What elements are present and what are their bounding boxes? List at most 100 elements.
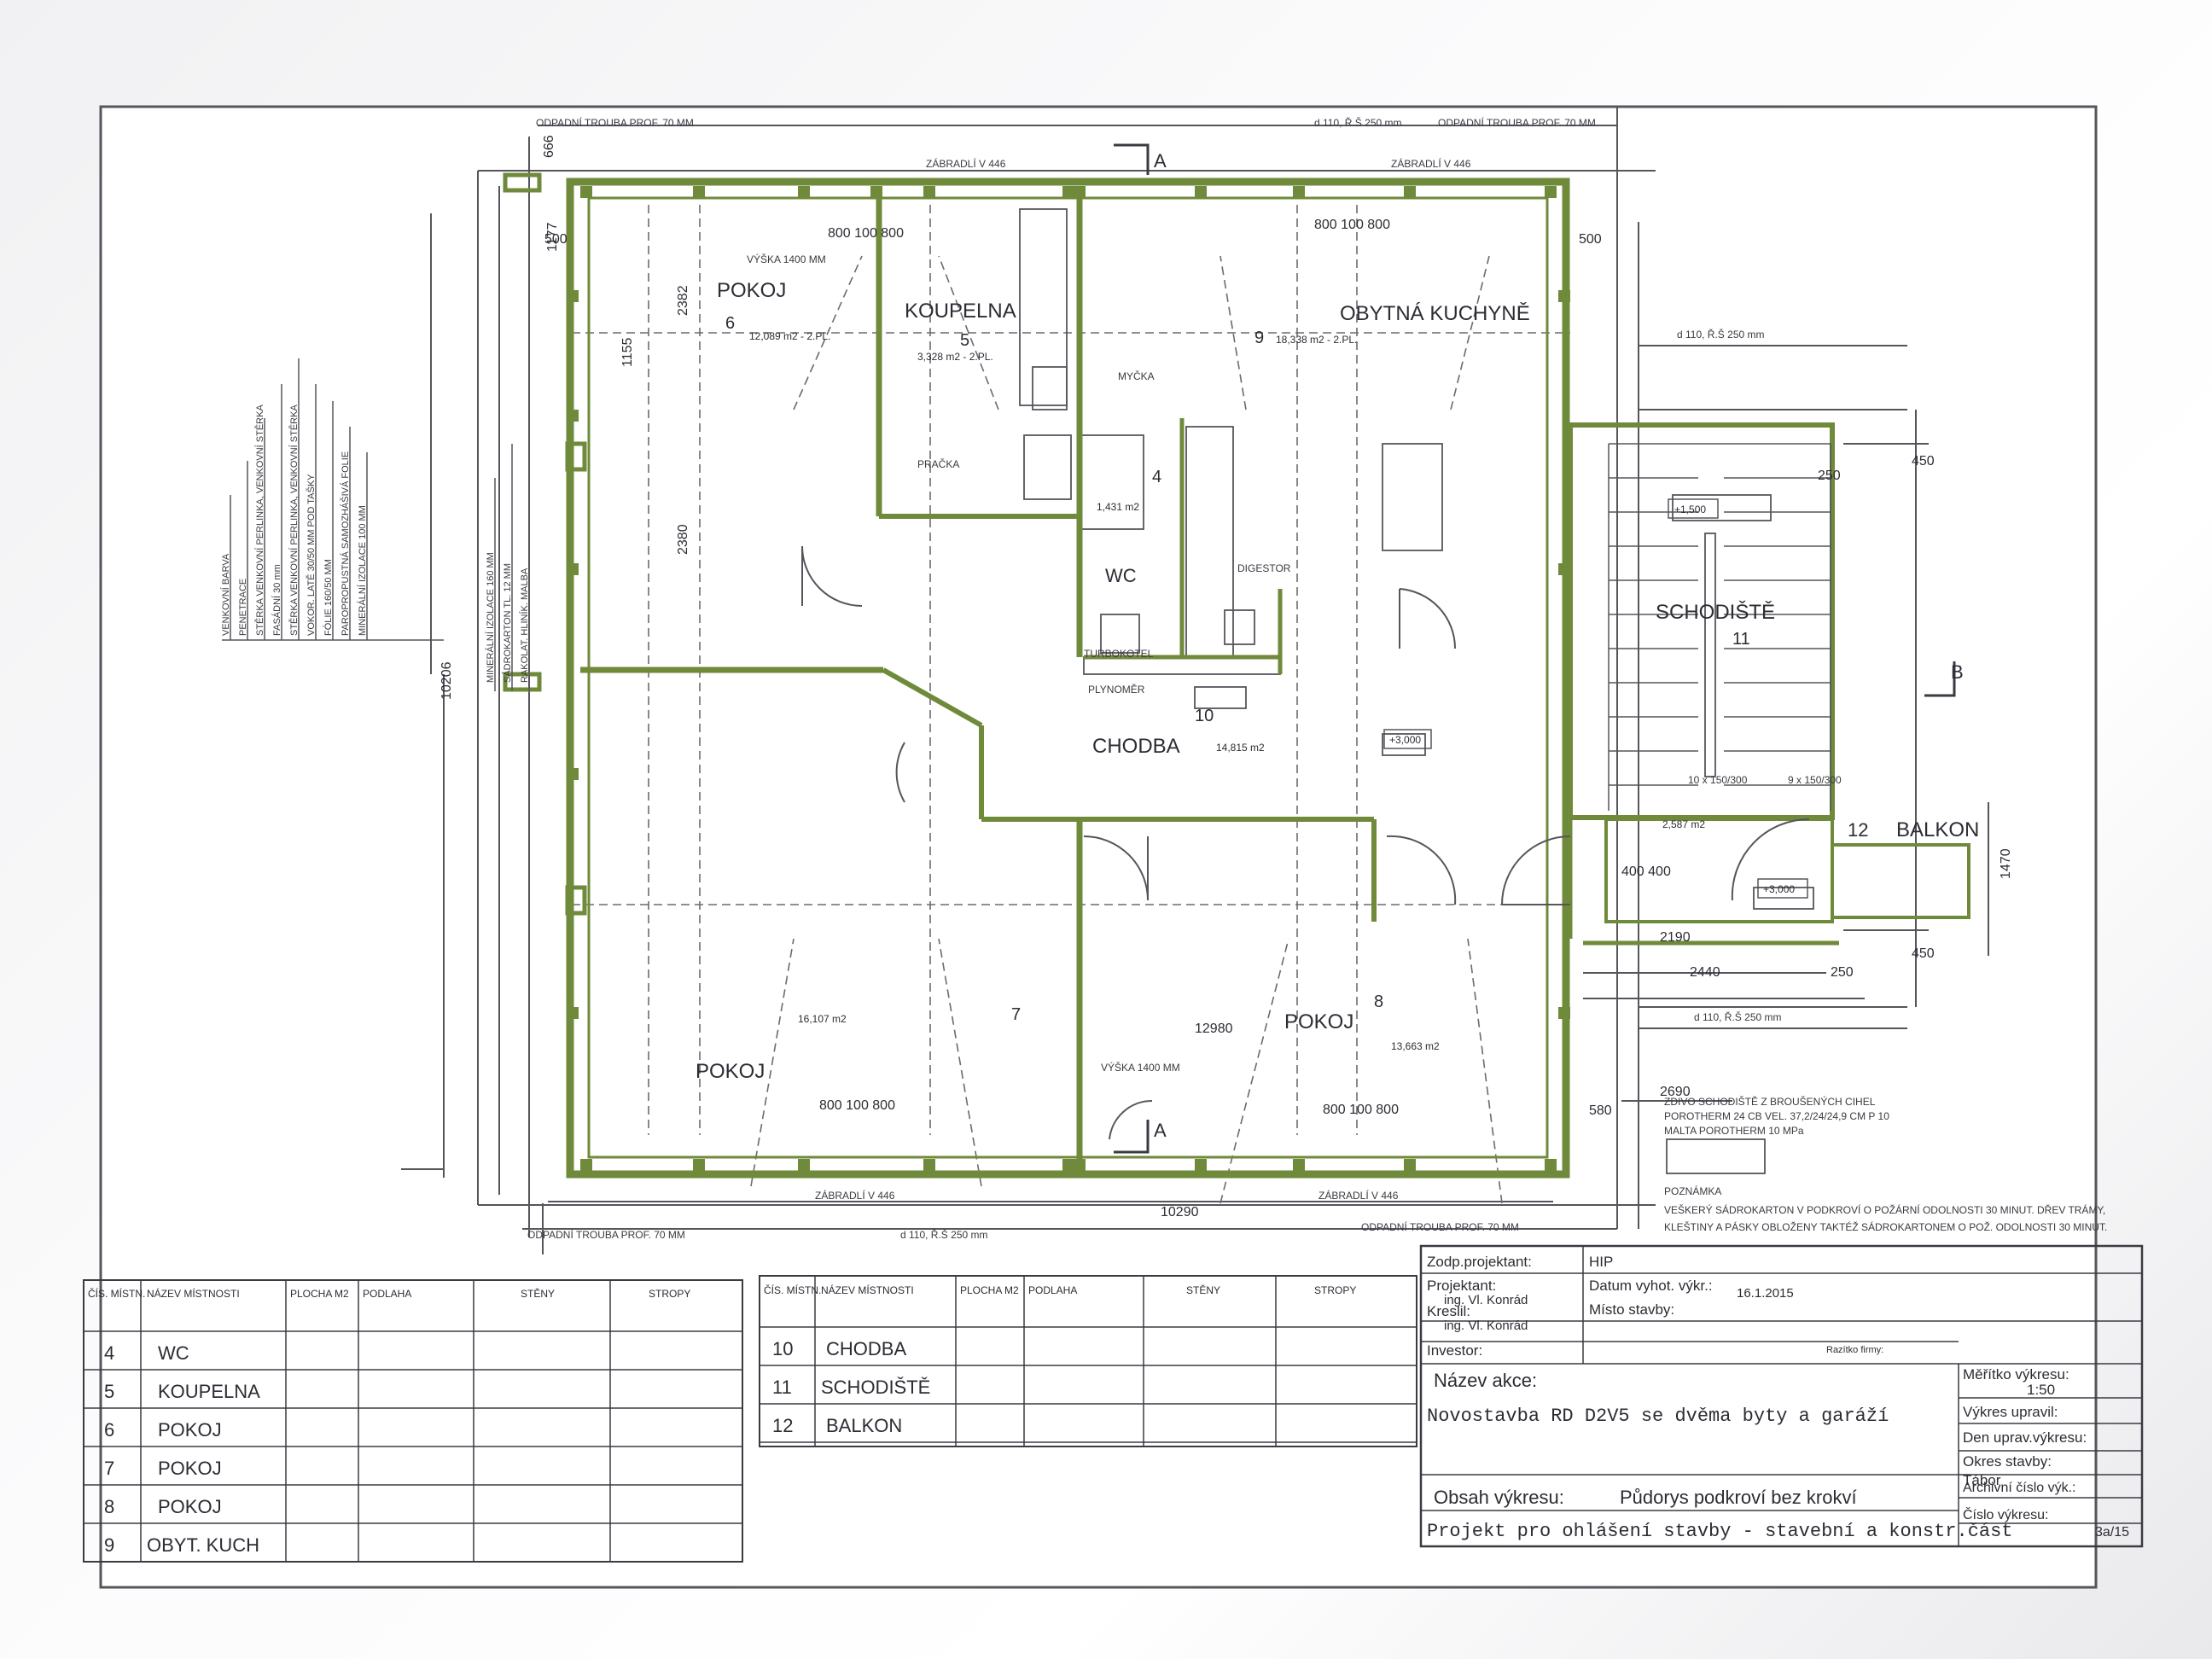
t1-h-floor: PODLAHA bbox=[363, 1288, 411, 1300]
drain-bottom-mid: d 110, Ř.Š 250 mm bbox=[900, 1228, 988, 1241]
tb-investor-label: Investor: bbox=[1427, 1342, 1482, 1359]
wall-posts bbox=[567, 186, 1570, 1171]
t2-h-floor: PODLAHA bbox=[1028, 1284, 1077, 1296]
room-11-num: 11 bbox=[1732, 630, 1750, 649]
tb-kreslil-label: Kreslil: bbox=[1427, 1303, 1470, 1319]
room-6-num: 6 bbox=[725, 314, 735, 333]
dim-800-100-800-b: 800 100 800 bbox=[1314, 218, 1390, 232]
dimension-numbers: 10290 10206 12980 500 500 1470 2190 2440… bbox=[439, 135, 2013, 1220]
t1-h-ceil: STROPY bbox=[649, 1288, 690, 1300]
t1-h-walls: STĚNY bbox=[521, 1287, 555, 1300]
room-5-name: KOUPELNA bbox=[905, 300, 1016, 323]
dim-500-right: 500 bbox=[1579, 232, 1602, 247]
room-5-num: 5 bbox=[960, 331, 969, 350]
room-12-num: 12 bbox=[1848, 819, 1868, 841]
tb-nazev-label: Název akce: bbox=[1434, 1370, 1537, 1391]
dim-10290: 10290 bbox=[1161, 1205, 1199, 1220]
railing-top-left: ZÁBRADLÍ V 446 bbox=[926, 157, 1006, 170]
layer-12: RAKOLAT. HLINÍK. MALBA bbox=[519, 568, 530, 683]
dim-2382: 2382 bbox=[676, 285, 690, 316]
room-7-num: 7 bbox=[1011, 1005, 1021, 1024]
t2-r3-name: BALKON bbox=[826, 1415, 902, 1436]
room-8-area: 13,663 m2 bbox=[1391, 1040, 1440, 1052]
tb-cislo: 3a/15 bbox=[2095, 1525, 2129, 1540]
dim-580: 580 bbox=[1589, 1103, 1612, 1118]
room-12-area: 2,587 m2 bbox=[1662, 818, 1705, 830]
t1-r5-num: 8 bbox=[104, 1496, 114, 1517]
tb-meritko: 1:50 bbox=[2027, 1382, 2055, 1398]
t1-r1-name: WC bbox=[158, 1342, 189, 1364]
t1-r2-num: 5 bbox=[104, 1381, 114, 1402]
note-1: VEŠKERÝ SÁDROKARTON V PODKROVÍ O POŽÁRNÍ… bbox=[1664, 1203, 2105, 1216]
layer-7: FÓLIE 160/50 MM bbox=[323, 559, 334, 636]
t1-r5-name: POKOJ bbox=[158, 1496, 222, 1517]
dim-2440: 2440 bbox=[1690, 965, 1720, 980]
door-swings bbox=[801, 545, 1810, 1140]
t1-r2-name: KOUPELNA bbox=[158, 1381, 260, 1402]
room-12-name: BALKON bbox=[1896, 818, 1979, 841]
room-10-name: CHODBA bbox=[1092, 735, 1180, 758]
t2-h-name: NÁZEV MÍSTNOSTI bbox=[821, 1284, 914, 1296]
level-marks: +3,000 +3,000 +1,500 bbox=[1383, 498, 1808, 899]
drain-right-1: d 110, Ř.Š 250 mm bbox=[1677, 328, 1765, 341]
drain-top-mid: d 110, Ř.Š 250 mm bbox=[1314, 116, 1402, 129]
room-4-area: 1,431 m2 bbox=[1097, 501, 1139, 513]
layer-9: MINERÁLNÍ IZOLACE 100 MM bbox=[357, 505, 368, 636]
wall-layer-legend-text: VENKOVNÍ BARVA PENETRACE STĚRKA VENKOVNÍ… bbox=[220, 405, 530, 683]
tb-okres-label: Okres stavby: bbox=[1963, 1453, 2052, 1470]
t2-r2-num: 11 bbox=[772, 1377, 792, 1398]
t1-r4-num: 7 bbox=[104, 1458, 114, 1479]
wall-layer-legend bbox=[222, 358, 530, 691]
room-5-area: 3,328 m2 - 2.PL. bbox=[917, 351, 993, 363]
dim-1470: 1470 bbox=[1999, 848, 2013, 879]
t2-r1-name: CHODBA bbox=[826, 1338, 906, 1359]
t1-r6-name: OBYT. KUCH bbox=[147, 1534, 259, 1556]
dim-450-bottom: 450 bbox=[1912, 946, 1935, 961]
dim-450-top: 450 bbox=[1912, 454, 1935, 469]
dim-1177: 1177 bbox=[545, 222, 560, 252]
dim-800-100-800-a: 800 100 800 bbox=[828, 226, 904, 241]
stair-treads bbox=[1608, 443, 1831, 811]
pracka-label: PRAČKA bbox=[917, 457, 959, 470]
t2-r1-num: 10 bbox=[772, 1338, 793, 1359]
t1-h-name: NÁZEV MÍSTNOSTI bbox=[147, 1287, 240, 1300]
dimension-lines bbox=[401, 107, 1989, 1254]
room-table-2: ČÍS. MÍSTN. NÁZEV MÍSTNOSTI PLOCHA M2 PO… bbox=[759, 1275, 1417, 1447]
t1-r3-name: POKOJ bbox=[158, 1419, 222, 1441]
tb-obsah-label: Obsah výkresu: bbox=[1434, 1487, 1564, 1508]
tb-hip: HIP bbox=[1589, 1254, 1613, 1270]
note-title: POZNÁMKA bbox=[1664, 1185, 1721, 1197]
dim-250-bottom: 250 bbox=[1831, 965, 1854, 980]
level-1500: +1,500 bbox=[1674, 504, 1706, 515]
tb-nazev: Novostavba RD D2V5 se dvěma byty a garáž… bbox=[1427, 1406, 1889, 1427]
t2-r3-num: 12 bbox=[772, 1415, 793, 1436]
t2-r2-name: SCHODIŠTĚ bbox=[821, 1377, 930, 1398]
layer-6: VOKOR. LATĚ 30/50 MM POD TAŠKY bbox=[306, 474, 317, 636]
section-a-top: A bbox=[1154, 150, 1167, 172]
tb-obsah: Půdorys podkroví bez krokví bbox=[1620, 1487, 1857, 1508]
tb-datum: 16.1.2015 bbox=[1737, 1286, 1794, 1301]
tb-okres: Tábor bbox=[1963, 1472, 2001, 1488]
stairs-step-1: 10 x 150/300 bbox=[1688, 774, 1748, 786]
vyska-top: VÝŠKA 1400 MM bbox=[747, 253, 826, 265]
tb-cislo-label: Číslo výkresu: bbox=[1963, 1506, 2048, 1522]
room-9-name: OBYTNÁ KUCHYNĚ bbox=[1340, 302, 1530, 325]
tb-archivni-label: Archivní číslo výk.: bbox=[1963, 1481, 2075, 1495]
t1-h-area: PLOCHA M2 bbox=[290, 1288, 349, 1300]
t1-r4-name: POKOJ bbox=[158, 1458, 222, 1479]
layer-8: PAROPROPUSTNÁ SAMOZHÁŠIVÁ FOLIE bbox=[340, 451, 351, 636]
section-b: B bbox=[1951, 661, 1964, 683]
t2-h-num: ČÍS. MÍSTN. bbox=[764, 1284, 821, 1296]
room-6-area: 12,089 m2 - 2.PL. bbox=[749, 330, 830, 342]
dim-2690: 2690 bbox=[1660, 1085, 1691, 1099]
furniture-outlines bbox=[1019, 208, 1814, 1174]
tb-projektant-label: Projektant: bbox=[1427, 1278, 1496, 1294]
drain-bottom-right: ODPADNÍ TROUBA PROF. 70 MM bbox=[1361, 1220, 1519, 1233]
note-2: KLEŠTINY A PÁSKY OBLOŽENY TAKTÉŽ SÁDROKA… bbox=[1664, 1220, 2107, 1233]
railing-bottom-left: ZÁBRADLÍ V 446 bbox=[815, 1189, 895, 1202]
t2-h-ceil: STROPY bbox=[1314, 1284, 1356, 1296]
t1-r3-num: 6 bbox=[104, 1419, 114, 1441]
dim-2190: 2190 bbox=[1660, 930, 1691, 945]
t1-h-num: ČÍS. MÍSTN. bbox=[88, 1287, 145, 1300]
